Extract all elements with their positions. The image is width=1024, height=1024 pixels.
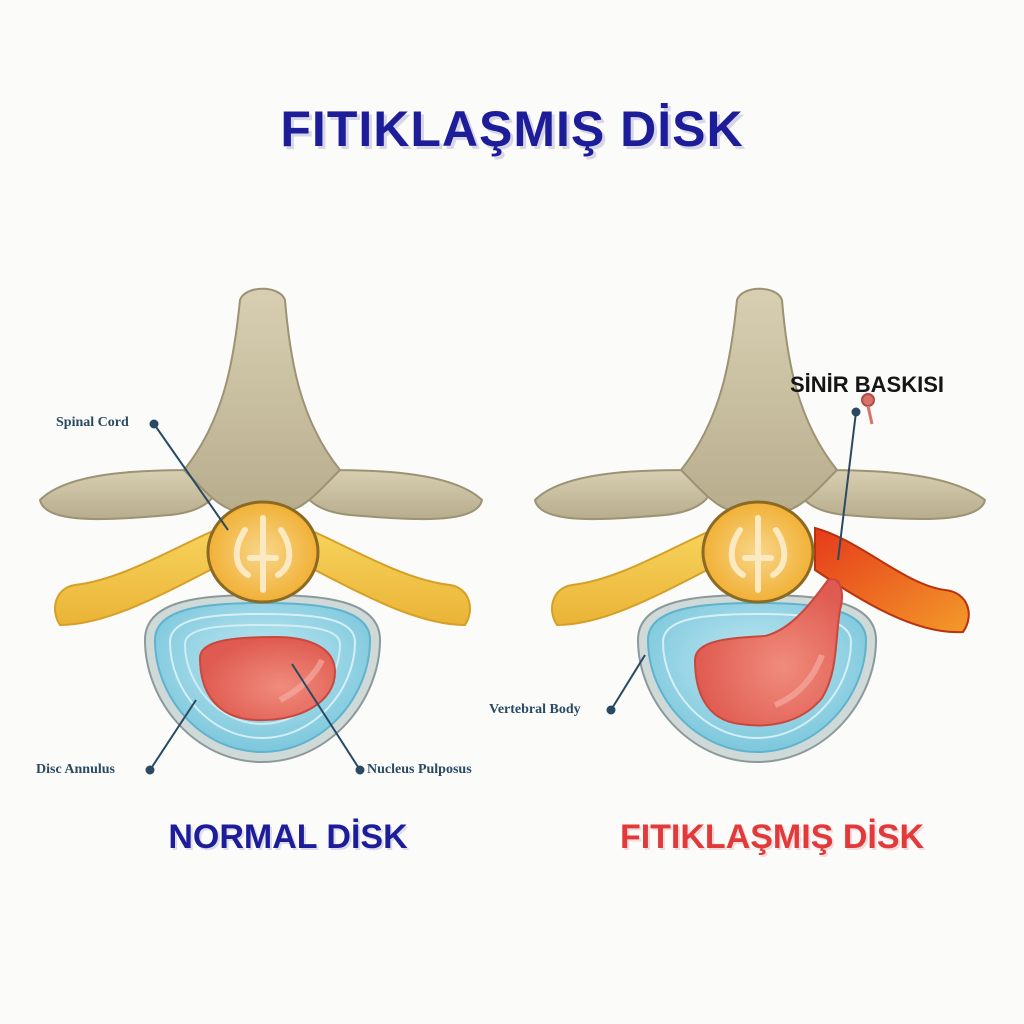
page-title: FITIKLAŞMIŞ DİSK — [280, 101, 744, 157]
transverse-process-left — [38, 468, 217, 521]
gray-matter-normal — [233, 515, 293, 593]
normal-disc-caption: NORMAL DİSK — [168, 818, 408, 856]
transverse-process-left-h — [533, 468, 712, 521]
transverse-process-right — [303, 468, 484, 521]
herniated-disc-caption: FITIKLAŞMIŞ DİSK — [619, 818, 925, 856]
disc-annulus-label: Disc Annulus — [36, 762, 115, 777]
normal-vertebra — [38, 287, 484, 764]
leader-lines — [145, 407, 861, 775]
vertebral-body-label: Vertebral Body — [489, 702, 581, 717]
gray-matter-herniated — [728, 515, 788, 593]
nucleus-pulposus-label: Nucleus Pulposus — [367, 762, 472, 777]
spinal-cord-label: Spinal Cord — [56, 415, 129, 430]
spinal-nerve-left-h — [551, 528, 719, 627]
transverse-process-right-h — [798, 468, 987, 521]
spinous-process — [182, 287, 342, 517]
nucleus-pulposus-herniated — [693, 578, 843, 727]
nerve-compression-label: SİNİR BASKISI — [790, 372, 945, 397]
spinal-nerve-left — [54, 528, 222, 627]
spinous-process-h — [679, 287, 839, 517]
nucleus-pulposus-normal — [198, 635, 337, 722]
compressed-nerve-root — [814, 526, 970, 634]
spinal-nerve-right — [303, 528, 471, 627]
herniated-vertebra — [533, 287, 987, 764]
